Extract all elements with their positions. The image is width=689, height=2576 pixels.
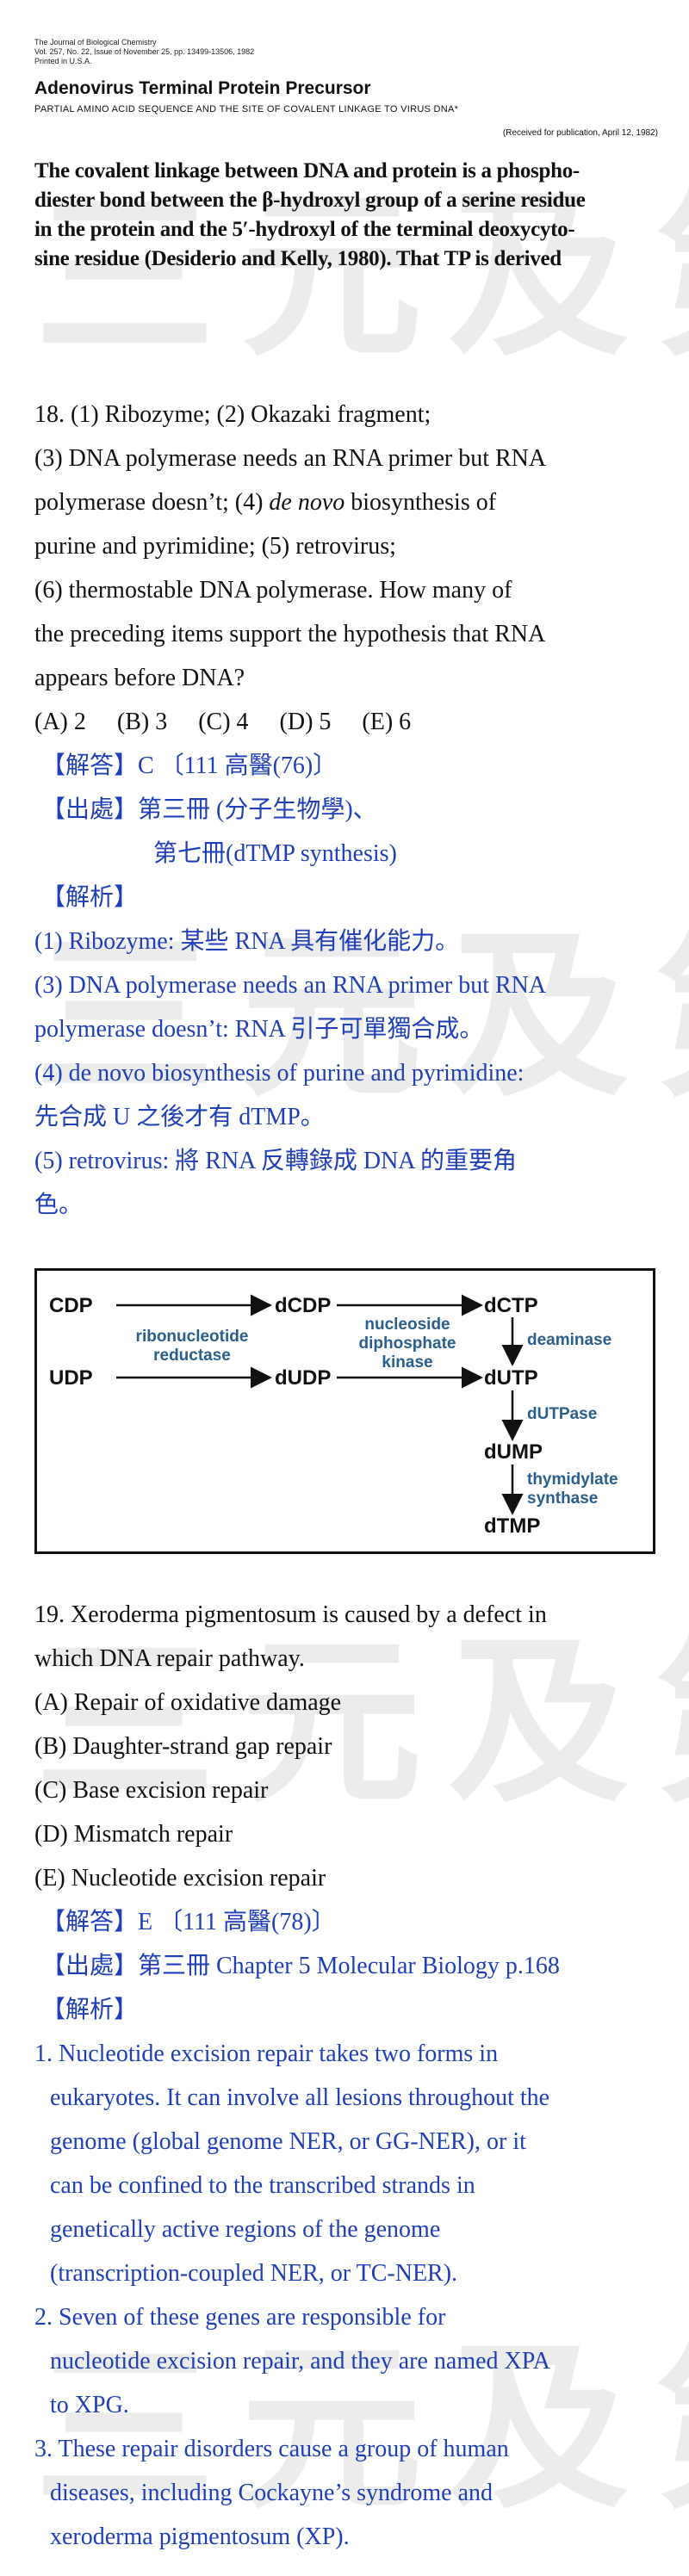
analysis-line: genome (global genome NER, or GG-NER), o…: [50, 2128, 526, 2155]
dtmp-synthesis-diagram: CDP dCDP dCTP UDP dUDP dUTP dUMP dTMP ri…: [34, 1268, 655, 1554]
enzyme-label: ribonucleotide: [136, 1328, 249, 1346]
question-text: 19. Xeroderma pigmentosum is caused by a…: [34, 1601, 547, 1628]
analysis-line: nucleotide excision repair, and they are…: [50, 2348, 550, 2375]
option: (E) Nucleotide excision repair: [34, 1865, 326, 1892]
node-label: dCDP: [275, 1294, 331, 1317]
source-line: 第七冊(dTMP synthesis): [153, 840, 397, 867]
analysis-line: (1) Ribozyme: 某些 RNA 具有催化能力。: [34, 928, 460, 955]
received-date: (Received for publication, April 12, 198…: [502, 128, 658, 138]
question-text: which DNA repair pathway.: [34, 1645, 305, 1672]
enzyme-label: diphosphate: [359, 1334, 456, 1353]
paper-body-line: The covalent linkage between DNA and pro…: [34, 159, 580, 183]
analysis-point: 3. These repair disorders cause a group …: [34, 2427, 672, 2559]
option: (E) 6: [362, 709, 412, 735]
node-label: dUTP: [484, 1366, 538, 1390]
option: (C) 4: [198, 709, 249, 735]
analysis-line: 1. Nucleotide excision repair takes two …: [34, 2040, 499, 2067]
enzyme-label: nucleoside: [364, 1316, 450, 1334]
enzyme-label: reductase: [153, 1347, 231, 1365]
question-text: (3) DNA polymerase needs an RNA primer b…: [34, 445, 547, 472]
node-label: CDP: [49, 1294, 93, 1317]
question-text: the preceding items support the hypothes…: [34, 621, 546, 647]
analysis-line: polymerase doesn’t: RNA 引子可單獨合成。: [34, 1016, 484, 1043]
paper-body-line: in the protein and the 5′-hydroxyl of th…: [34, 218, 575, 241]
analysis-line: (transcription-coupled NER, or TC-NER).: [50, 2260, 458, 2287]
analysis-point: 1. Nucleotide excision repair takes two …: [34, 2032, 672, 2295]
option: (A) Repair of oxidative damage: [34, 1689, 342, 1716]
node-label: UDP: [49, 1366, 93, 1390]
question-text: purine and pyrimidine; (5) retrovirus;: [34, 533, 396, 560]
option: (A) 2: [34, 709, 86, 735]
analysis-line: 色。: [34, 1192, 84, 1218]
analysis-line: diseases, including Cockayne’s syndrome …: [50, 2480, 493, 2506]
paper-title: Adenovirus Terminal Protein Precursor: [34, 78, 371, 98]
analysis-line: genetically active regions of the genome: [50, 2216, 441, 2243]
node-label: dUDP: [275, 1366, 331, 1390]
paper-body: The covalent linkage between DNA and pro…: [34, 157, 663, 274]
option: (D) 5: [279, 709, 332, 735]
answer-line: 【解答】E 〔111 高醫(78)〕: [41, 1909, 336, 1935]
analysis-line: (5) retrovirus: 將 RNA 反轉錄成 DNA 的重要角: [34, 1148, 517, 1174]
analysis-line: to XPG.: [50, 2392, 129, 2418]
question-text-part: polymerase doesn’t; (4): [34, 489, 270, 516]
analysis-label: 【解析】: [41, 1997, 139, 2023]
analysis-line: 3. These repair disorders cause a group …: [34, 2436, 509, 2462]
answer-line: 【解答】C 〔111 高醫(76)〕: [41, 752, 338, 779]
option: (B) Daughter-strand gap repair: [34, 1733, 332, 1760]
analysis-line: eukaryotes. It can involve all lesions t…: [50, 2084, 550, 2111]
question-text: appears before DNA?: [34, 665, 245, 691]
journal-line: Vol. 257, No. 22, Issue of November 25, …: [34, 47, 255, 56]
analysis-line: 2. Seven of these genes are responsible …: [34, 2304, 446, 2331]
question-text-part: biosynthesis of: [344, 489, 497, 516]
analysis-label: 【解析】: [41, 884, 139, 911]
analysis-line: (3) DNA polymerase needs an RNA primer b…: [34, 972, 547, 999]
source-line: 【出處】第三冊 Chapter 5 Molecular Biology p.16…: [41, 1953, 560, 1979]
analysis-line: xeroderma pigmentosum (XP).: [50, 2523, 350, 2550]
enzyme-label: kinase: [382, 1353, 432, 1372]
enzyme-label: dUTPase: [527, 1405, 597, 1423]
analysis-line: 先合成 U 之後才有 dTMP。: [34, 1104, 325, 1130]
analysis-point: 2. Seven of these genes are responsible …: [34, 2295, 672, 2427]
paper-body-line: diester bond between the β-hydroxyl grou…: [34, 189, 586, 212]
question-text: 18. (1) Ribozyme; (2) Okazaki fragment;: [34, 401, 431, 428]
node-label: dCTP: [484, 1294, 538, 1317]
analysis-line: (4) de novo biosynthesis of purine and p…: [34, 1060, 525, 1087]
enzyme-label: synthase: [527, 1489, 598, 1508]
option: (B) 3: [116, 709, 168, 735]
option: (C) Base excision repair: [34, 1777, 269, 1804]
journal-line: The Journal of Biological Chemistry: [34, 38, 157, 46]
paper-excerpt: The Journal of Biological Chemistry Vol.…: [34, 38, 663, 374]
enzyme-label: deaminase: [527, 1331, 611, 1349]
italic-term: de novo: [269, 489, 345, 516]
source-line: 【出處】第三冊 (分子生物學)、: [41, 796, 377, 823]
enzyme-label: thymidylate: [527, 1471, 618, 1489]
paper-body-line: sine residue (Desiderio and Kelly, 1980)…: [34, 247, 562, 270]
option: (D) Mismatch repair: [34, 1821, 233, 1848]
question-text: polymerase doesn’t; (4) de novo biosynth…: [34, 480, 672, 524]
answer-options: (A) 2 (B) 3 (C) 4 (D) 5 (E) 6: [34, 700, 672, 744]
journal-line: Printed in U.S.A.: [34, 57, 92, 65]
question-18: 18. (1) Ribozyme; (2) Okazaki fragment; …: [34, 393, 672, 1227]
question-19: 19. Xeroderma pigmentosum is caused by a…: [34, 1593, 672, 2559]
analysis-line: can be confined to the transcribed stran…: [50, 2172, 475, 2199]
node-label: dUMP: [484, 1440, 543, 1464]
question-text: (6) thermostable DNA polymerase. How man…: [34, 577, 512, 604]
node-label: dTMP: [484, 1514, 540, 1538]
paper-subtitle: PARTIAL AMINO ACID SEQUENCE AND THE SITE…: [34, 104, 459, 115]
